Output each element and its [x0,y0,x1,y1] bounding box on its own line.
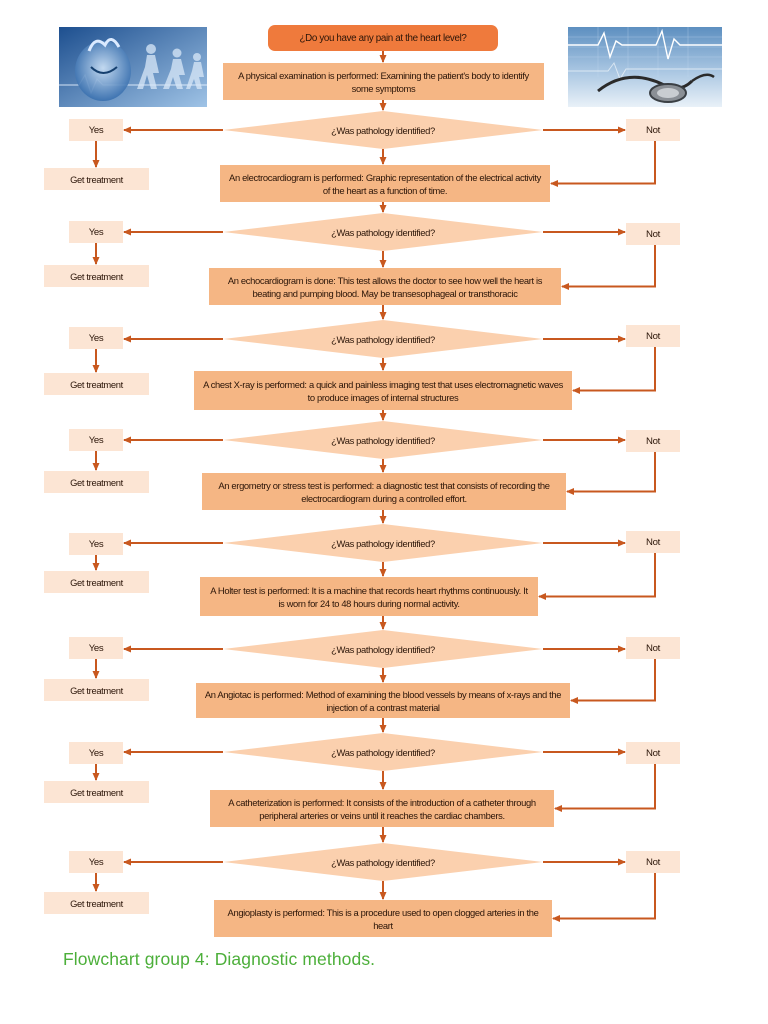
stethoscope-ecg-image [568,27,722,107]
decision-question-label: ¿Was pathology identified? [331,124,435,136]
yes-answer-box: Yes [69,851,123,873]
heart-icon [59,27,207,107]
no-answer-box: Not [626,531,680,553]
process-step-box: A chest X-ray is performed: a quick and … [194,371,572,410]
get-treatment-box: Get treatment [44,571,149,593]
get-treatment-box: Get treatment [44,373,149,395]
stethoscope-icon [568,27,722,107]
decision-question-label: ¿Was pathology identified? [331,434,435,446]
yes-answer-box: Yes [69,742,123,764]
flowchart-title: Flowchart group 4: Diagnostic methods. [63,949,376,969]
yes-answer-box: Yes [69,637,123,659]
get-treatment-box: Get treatment [44,265,149,287]
decision-diamond [223,111,543,149]
no-answer-box: Not [626,430,680,452]
loop-back-arrow [572,347,656,394]
yes-answer-box: Yes [69,221,123,243]
process-step-box: An Angiotac is performed: Method of exam… [196,683,570,718]
loop-back-arrow [561,245,656,290]
start-question-box: ¿Do you have any pain at the heart level… [268,25,498,51]
decision-diamond [223,630,543,668]
yes-answer-box: Yes [69,327,123,349]
no-answer-box: Not [626,325,680,347]
process-step-box: Angioplasty is performed: This is a proc… [214,900,552,937]
get-treatment-box: Get treatment [44,679,149,701]
decision-question-label: ¿Was pathology identified? [331,537,435,549]
decision-diamond [223,320,543,358]
decision-question-label: ¿Was pathology identified? [331,333,435,345]
get-treatment-box: Get treatment [44,892,149,914]
process-step-box: An echocardiogram is done: This test all… [209,268,561,305]
loop-back-arrow [550,141,656,187]
no-answer-box: Not [626,742,680,764]
loop-back-arrow [566,452,656,495]
loop-back-arrow [570,659,656,704]
yes-answer-box: Yes [69,429,123,451]
decision-diamond [223,733,543,771]
yes-answer-box: Yes [69,533,123,555]
loop-back-arrow [554,764,656,812]
process-step-box: A catheterization is performed: It consi… [210,790,554,827]
loop-back-arrow [552,873,656,922]
decision-question-label: ¿Was pathology identified? [331,643,435,655]
no-answer-box: Not [626,851,680,873]
decision-question-label: ¿Was pathology identified? [331,856,435,868]
heart-runners-image [59,27,207,107]
no-answer-box: Not [626,223,680,245]
get-treatment-box: Get treatment [44,168,149,190]
decision-diamond [223,524,543,562]
no-answer-box: Not [626,119,680,141]
no-answer-box: Not [626,637,680,659]
yes-answer-box: Yes [69,119,123,141]
process-step-box: An electrocardiogram is performed: Graph… [220,165,550,202]
loop-back-arrow [538,553,656,600]
decision-diamond [223,843,543,881]
process-step-box: A Holter test is performed: It is a mach… [200,577,538,616]
decision-diamond [223,213,543,251]
get-treatment-box: Get treatment [44,781,149,803]
get-treatment-box: Get treatment [44,471,149,493]
decision-question-label: ¿Was pathology identified? [331,226,435,238]
decision-question-label: ¿Was pathology identified? [331,746,435,758]
process-step-box: A physical examination is performed: Exa… [223,63,544,100]
decision-diamond [223,421,543,459]
process-step-box: An ergometry or stress test is performed… [202,473,566,510]
